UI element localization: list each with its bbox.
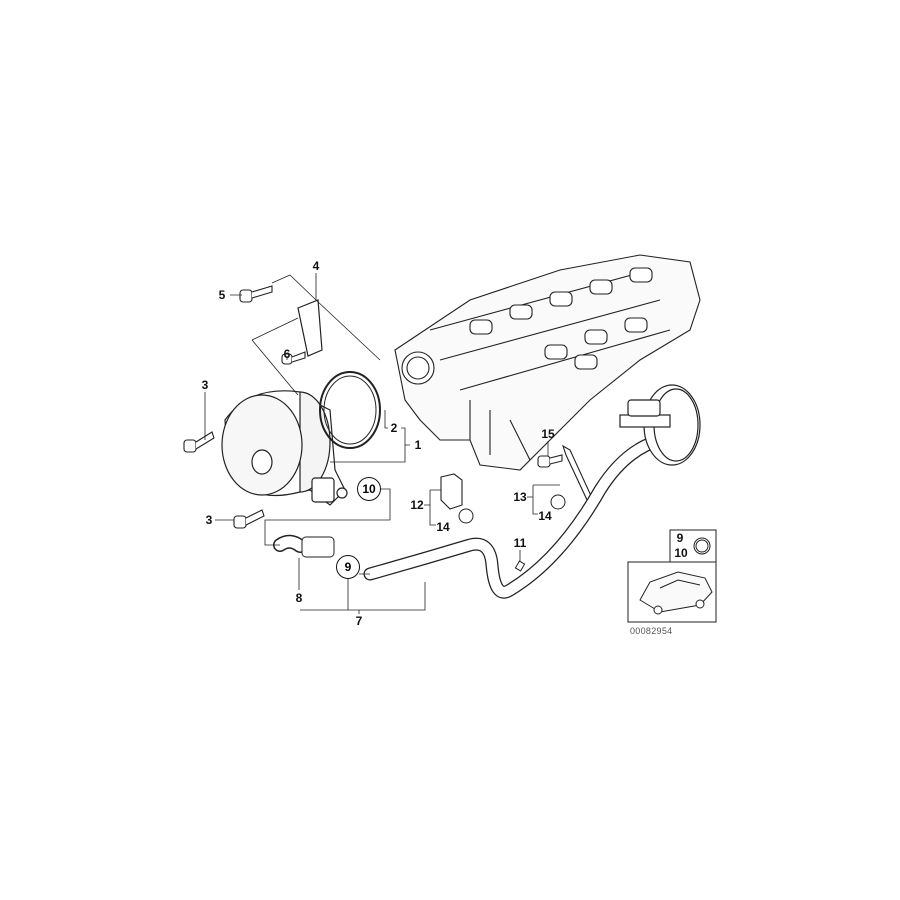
- callout-6: 6: [283, 347, 291, 361]
- callout-14-right: 14: [538, 509, 552, 523]
- callout-1: 1: [414, 438, 422, 452]
- callout-7: 7: [355, 614, 363, 628]
- callout-15: 15: [541, 427, 555, 441]
- callout-13: 13: [513, 490, 527, 504]
- callout-14-left: 14: [436, 520, 450, 534]
- inset-callout-9: 9: [676, 531, 684, 545]
- cylinder-head: [394, 254, 701, 471]
- leader-lines: [204, 273, 560, 614]
- callout-9: 9: [336, 555, 360, 579]
- vacuum-pump: [221, 390, 348, 506]
- brake-booster: [619, 384, 701, 466]
- vacuum-hose: [363, 433, 667, 599]
- bracket: [297, 299, 323, 357]
- inset-box: [627, 529, 717, 623]
- callout-3-top: 3: [201, 378, 209, 392]
- callout-12: 12: [410, 498, 424, 512]
- callout-10: 10: [357, 477, 381, 501]
- callout-11: 11: [513, 536, 527, 550]
- callout-4: 4: [312, 259, 320, 273]
- callout-3-bottom: 3: [205, 513, 213, 527]
- car-icon: [639, 571, 713, 613]
- callout-2: 2: [390, 421, 398, 435]
- diagram-number: 00082954: [630, 626, 673, 636]
- o-ring: [319, 371, 381, 449]
- callout-8: 8: [295, 591, 303, 605]
- inset-callout-10: 10: [674, 546, 688, 560]
- callout-5: 5: [218, 288, 226, 302]
